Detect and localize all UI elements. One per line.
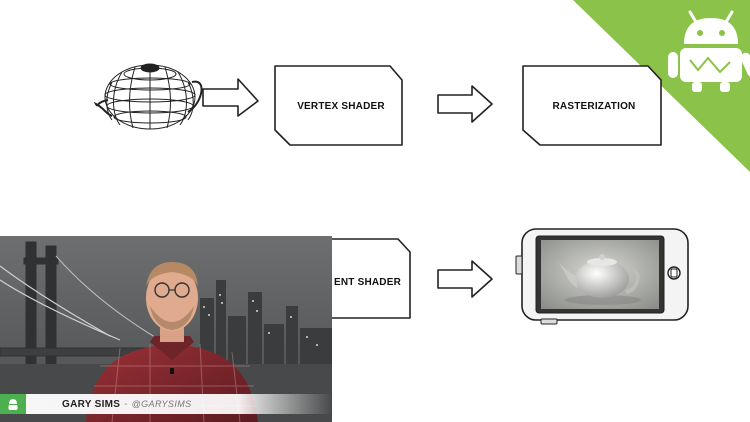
phone-render-icon xyxy=(515,228,689,325)
presenter-video xyxy=(0,236,332,422)
presenter-handle: @GARYSIMS xyxy=(131,399,192,409)
presenter-video-frame xyxy=(0,236,332,422)
android-badge-icon xyxy=(0,394,26,414)
android-robot-icon xyxy=(668,10,750,92)
presenter-lower-third: GARY SIMS - @GARYSIMS xyxy=(0,394,332,414)
teapot-wireframe-icon xyxy=(93,63,203,130)
presenter-name: GARY SIMS xyxy=(62,398,121,410)
arrow-right-3 xyxy=(437,260,493,298)
name-separator: - xyxy=(124,398,128,410)
vertex-shader-label: VERTEX SHADER xyxy=(297,101,385,112)
rasterization-box: RASTERIZATION xyxy=(522,65,662,146)
arrow-right-1 xyxy=(202,78,259,117)
arrow-right-2 xyxy=(437,85,493,123)
fragment-shader-label: ENT SHADER xyxy=(334,277,402,288)
vertex-shader-box: VERTEX SHADER xyxy=(274,65,403,146)
rasterization-label: RASTERIZATION xyxy=(553,101,636,112)
